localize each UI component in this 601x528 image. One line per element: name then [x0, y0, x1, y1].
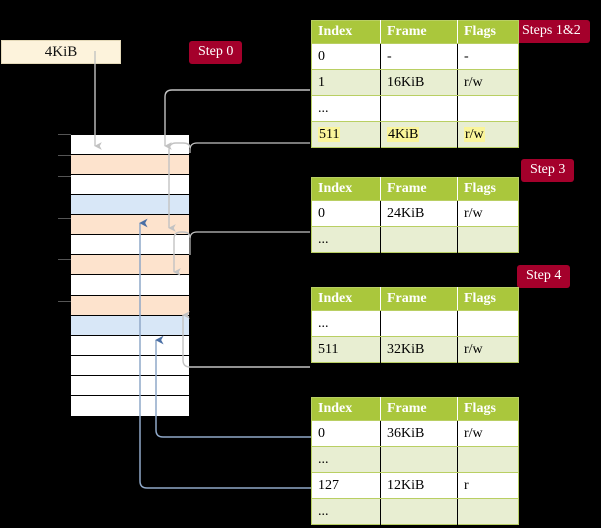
- table-row: ...: [311, 498, 519, 525]
- column-header-flags: Flags: [457, 287, 519, 311]
- memory-frame-row: [71, 315, 189, 336]
- highlighted-value: 511: [318, 126, 341, 142]
- memory-frame-row: [71, 235, 189, 256]
- table-row: ...: [311, 446, 519, 473]
- table-cell: [457, 310, 519, 337]
- memory-tick: [58, 301, 71, 302]
- table-cell: ...: [311, 310, 381, 337]
- memory-frame-row: [71, 155, 189, 176]
- table-cell: [380, 498, 458, 525]
- physical-memory-column: [70, 134, 190, 416]
- table-row: ...: [311, 95, 519, 122]
- column-header-frame: Frame: [380, 20, 458, 44]
- table-cell: 4KiB: [380, 121, 458, 148]
- table-cell: ...: [311, 446, 381, 473]
- column-header-flags: Flags: [457, 20, 519, 44]
- table-cell: [457, 226, 519, 253]
- table-cell: 0: [311, 200, 381, 227]
- badge-step-4: Step 4: [517, 265, 571, 288]
- table-cell: ...: [311, 226, 381, 253]
- memory-tick: [58, 155, 71, 156]
- table-cell: 511: [311, 121, 381, 148]
- memory-tick: [58, 259, 71, 260]
- table-cell: ...: [311, 95, 381, 122]
- highlighted-value: 4KiB: [387, 126, 420, 142]
- table-cell: r/w: [457, 336, 519, 363]
- column-header-index: Index: [311, 287, 381, 311]
- table-cell: 16KiB: [380, 69, 458, 96]
- memory-frame-row: [71, 295, 189, 316]
- memory-frame-row: [71, 255, 189, 276]
- table-cell: [457, 498, 519, 525]
- table-cell: -: [380, 43, 458, 70]
- table-cell: 36KiB: [380, 420, 458, 447]
- column-header-index: Index: [311, 20, 381, 44]
- table-cell: [380, 95, 458, 122]
- table-cell: r/w: [457, 420, 519, 447]
- memory-frame-row: [71, 135, 189, 156]
- table-cell: 511: [311, 336, 381, 363]
- column-header-index: Index: [311, 397, 381, 421]
- table-row: 511 4KiB r/w: [311, 121, 519, 148]
- table-row: ...: [311, 310, 519, 337]
- table-cell: r: [457, 472, 519, 499]
- column-header-frame: Frame: [380, 177, 458, 201]
- table-cell: 127: [311, 472, 381, 499]
- table-cell: 0: [311, 420, 381, 447]
- table-cell: r/w: [457, 121, 519, 148]
- table-cell: 1: [311, 69, 381, 96]
- column-header-frame: Frame: [380, 287, 458, 311]
- badge-step-3: Step 3: [521, 159, 575, 182]
- kib-frame-box: 4KiB: [1, 40, 121, 64]
- memory-frame-row: [71, 275, 189, 296]
- table-row: 0--: [311, 43, 519, 70]
- badge-steps-1-2: Steps 1&2: [513, 20, 590, 43]
- column-header-index: Index: [311, 177, 381, 201]
- table-row: ...: [311, 226, 519, 253]
- table-cell: [380, 226, 458, 253]
- memory-tick: [58, 176, 71, 177]
- table-cell: ...: [311, 498, 381, 525]
- table-cell: 24KiB: [380, 200, 458, 227]
- highlighted-value: r/w: [464, 126, 485, 142]
- memory-frame-row: [71, 335, 189, 356]
- table-cell: [380, 446, 458, 473]
- table-cell: 32KiB: [380, 336, 458, 363]
- table-cell: [457, 95, 519, 122]
- memory-tick: [58, 218, 71, 219]
- memory-frame-row: [71, 175, 189, 196]
- memory-frame-row: [71, 395, 189, 416]
- memory-frame-row: [71, 215, 189, 236]
- table-cell: r/w: [457, 200, 519, 227]
- memory-frame-row: [71, 195, 189, 216]
- table-cell: -: [457, 43, 519, 70]
- column-header-flags: Flags: [457, 397, 519, 421]
- memory-tick: [58, 134, 71, 135]
- table-cell: 0: [311, 43, 381, 70]
- column-header-frame: Frame: [380, 397, 458, 421]
- table-cell: [380, 310, 458, 337]
- memory-frame-row: [71, 355, 189, 376]
- memory-frame-row: [71, 375, 189, 396]
- table-cell: 12KiB: [380, 472, 458, 499]
- column-header-flags: Flags: [457, 177, 519, 201]
- table-cell: r/w: [457, 69, 519, 96]
- badge-step-0: Step 0: [189, 41, 243, 64]
- table-cell: [457, 446, 519, 473]
